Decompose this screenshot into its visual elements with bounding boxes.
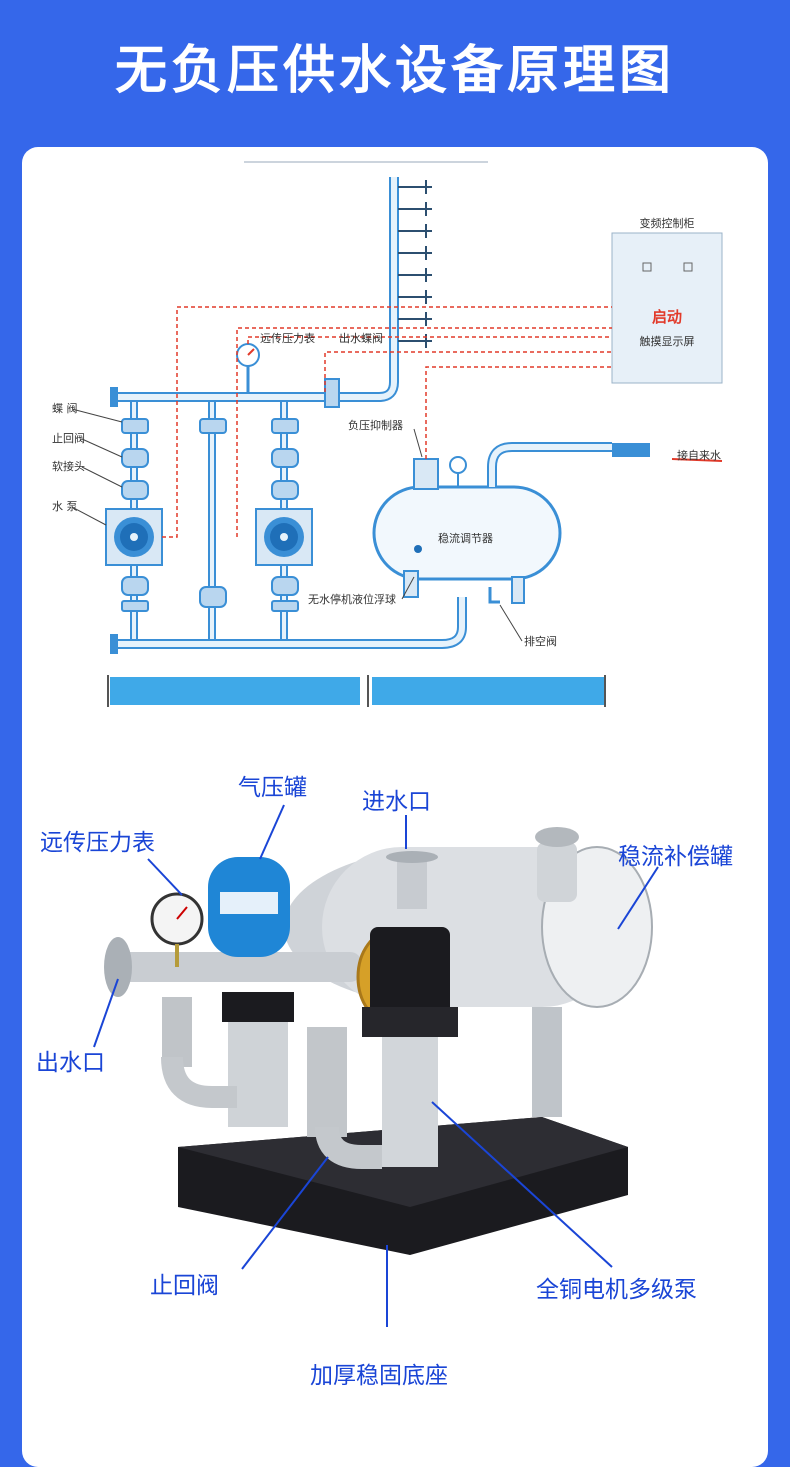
pump-left-body	[228, 1007, 288, 1127]
suppressor-icon	[413, 458, 439, 490]
label-base: 加厚稳固底座	[310, 1363, 448, 1389]
label-suppressor: 负压抑制器	[348, 418, 403, 432]
label-outlet-valve: 出水蝶阀	[339, 331, 383, 345]
label-outlet: 出水口	[36, 1050, 105, 1076]
label-flex: 软接头	[52, 459, 85, 473]
label-float: 无水停机液位浮球	[308, 592, 396, 606]
label-drain: 排空阀	[524, 634, 557, 648]
outlet-butterfly-valve-icon	[324, 378, 340, 408]
pump-left	[105, 508, 163, 566]
label-check: 止回阀	[52, 431, 85, 445]
pump-right	[255, 508, 313, 566]
riser-valves	[398, 180, 432, 348]
schematic-diagram: 变频控制柜 启动 触摸显示屏 远传压力表 出水蝶阀 蝶 阀 止回阀 软接头 水 …	[52, 161, 723, 707]
signal-lines	[162, 306, 612, 538]
reservoir-left	[110, 677, 360, 705]
control-cabinet	[611, 232, 723, 384]
label-comp-tank: 稳流补偿罐	[618, 844, 733, 870]
pump-motor	[370, 927, 450, 1017]
start-text: 启动	[652, 308, 682, 326]
schematic-and-photo: 变频控制柜 启动 触摸显示屏 远传压力表 出水蝶阀 蝶 阀 止回阀 软接头 水 …	[36, 161, 733, 1389]
label-pump: 水 泵	[52, 500, 78, 513]
equipment-illustration: 3 气压罐 进水口 远传压力表	[36, 775, 733, 1389]
label-butterfly: 蝶 阀	[52, 401, 78, 415]
label-pump: 全铜电机多级泵	[536, 1277, 697, 1303]
page-title: 无负压供水设备原理图	[114, 41, 675, 101]
cabinet-title: 变频控制柜	[640, 216, 695, 230]
label-inlet: 进水口	[362, 789, 431, 815]
schematic-labels: 远传压力表 出水蝶阀 蝶 阀 止回阀 软接头 水 泵 负压抑制器 接自来水 稳流…	[52, 331, 721, 648]
label-stabilizer: 稳流调节器	[438, 531, 493, 545]
stabilizer-tank	[372, 485, 562, 581]
label-gauge: 远传压力表	[260, 331, 315, 345]
label-gauge: 远传压力表	[40, 830, 155, 856]
leader-lines	[93, 804, 659, 1327]
screen-text: 触摸显示屏	[640, 334, 695, 348]
label-air-tank: 气压罐	[238, 775, 307, 801]
label-check-valve: 止回阀	[150, 1273, 219, 1299]
label-inlet: 接自来水	[677, 449, 721, 462]
content-card: 变频控制柜 启动 触摸显示屏 远传压力表 出水蝶阀 蝶 阀 止回阀 软接头 水 …	[22, 147, 768, 1467]
reservoir-right	[372, 677, 604, 705]
